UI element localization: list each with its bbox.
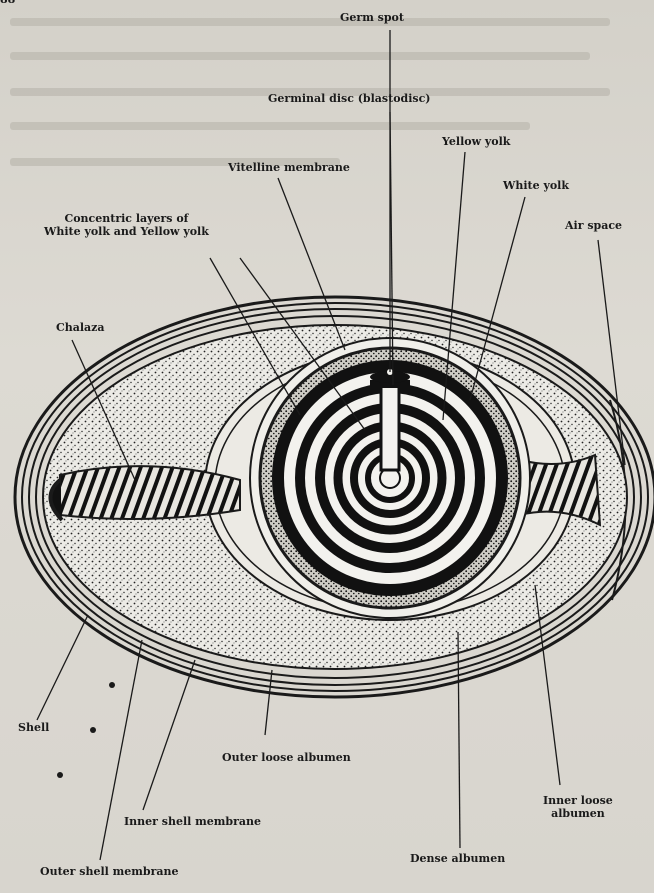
label-concentric-layers: Concentric layers of White yolk and Yell… (44, 213, 209, 238)
label-germ-spot: Germ spot (340, 12, 404, 25)
label-outer-shell-membrane: Outer shell membrane (40, 866, 179, 879)
label-yellow-yolk: Yellow yolk (442, 136, 510, 149)
latebra-neck (381, 380, 399, 470)
label-air-space: Air space (565, 220, 622, 233)
label-white-yolk: White yolk (503, 180, 569, 193)
page-specks (57, 682, 115, 778)
label-inner-loose-albumen-line1: Inner loose (543, 795, 613, 808)
label-concentric-layers-line2: White yolk and Yellow yolk (44, 226, 209, 239)
label-concentric-layers-line1: Concentric layers of (44, 213, 209, 226)
label-vitelline-membrane: Vitelline membrane (228, 162, 350, 175)
chalaza-left (50, 466, 240, 520)
label-shell: Shell (18, 722, 49, 735)
label-outer-loose-albumen: Outer loose albumen (222, 752, 351, 765)
label-inner-loose-albumen: Inner loose albumen (543, 795, 613, 820)
label-inner-loose-albumen-line2: albumen (543, 808, 613, 821)
label-germinal-disc: Germinal disc (blastodisc) (268, 93, 431, 106)
label-chalaza: Chalaza (56, 322, 105, 335)
label-dense-albumen: Dense albumen (410, 853, 505, 866)
label-inner-shell-membrane: Inner shell membrane (124, 816, 261, 829)
page-number: 88 (0, 0, 15, 7)
yolk (250, 338, 530, 618)
